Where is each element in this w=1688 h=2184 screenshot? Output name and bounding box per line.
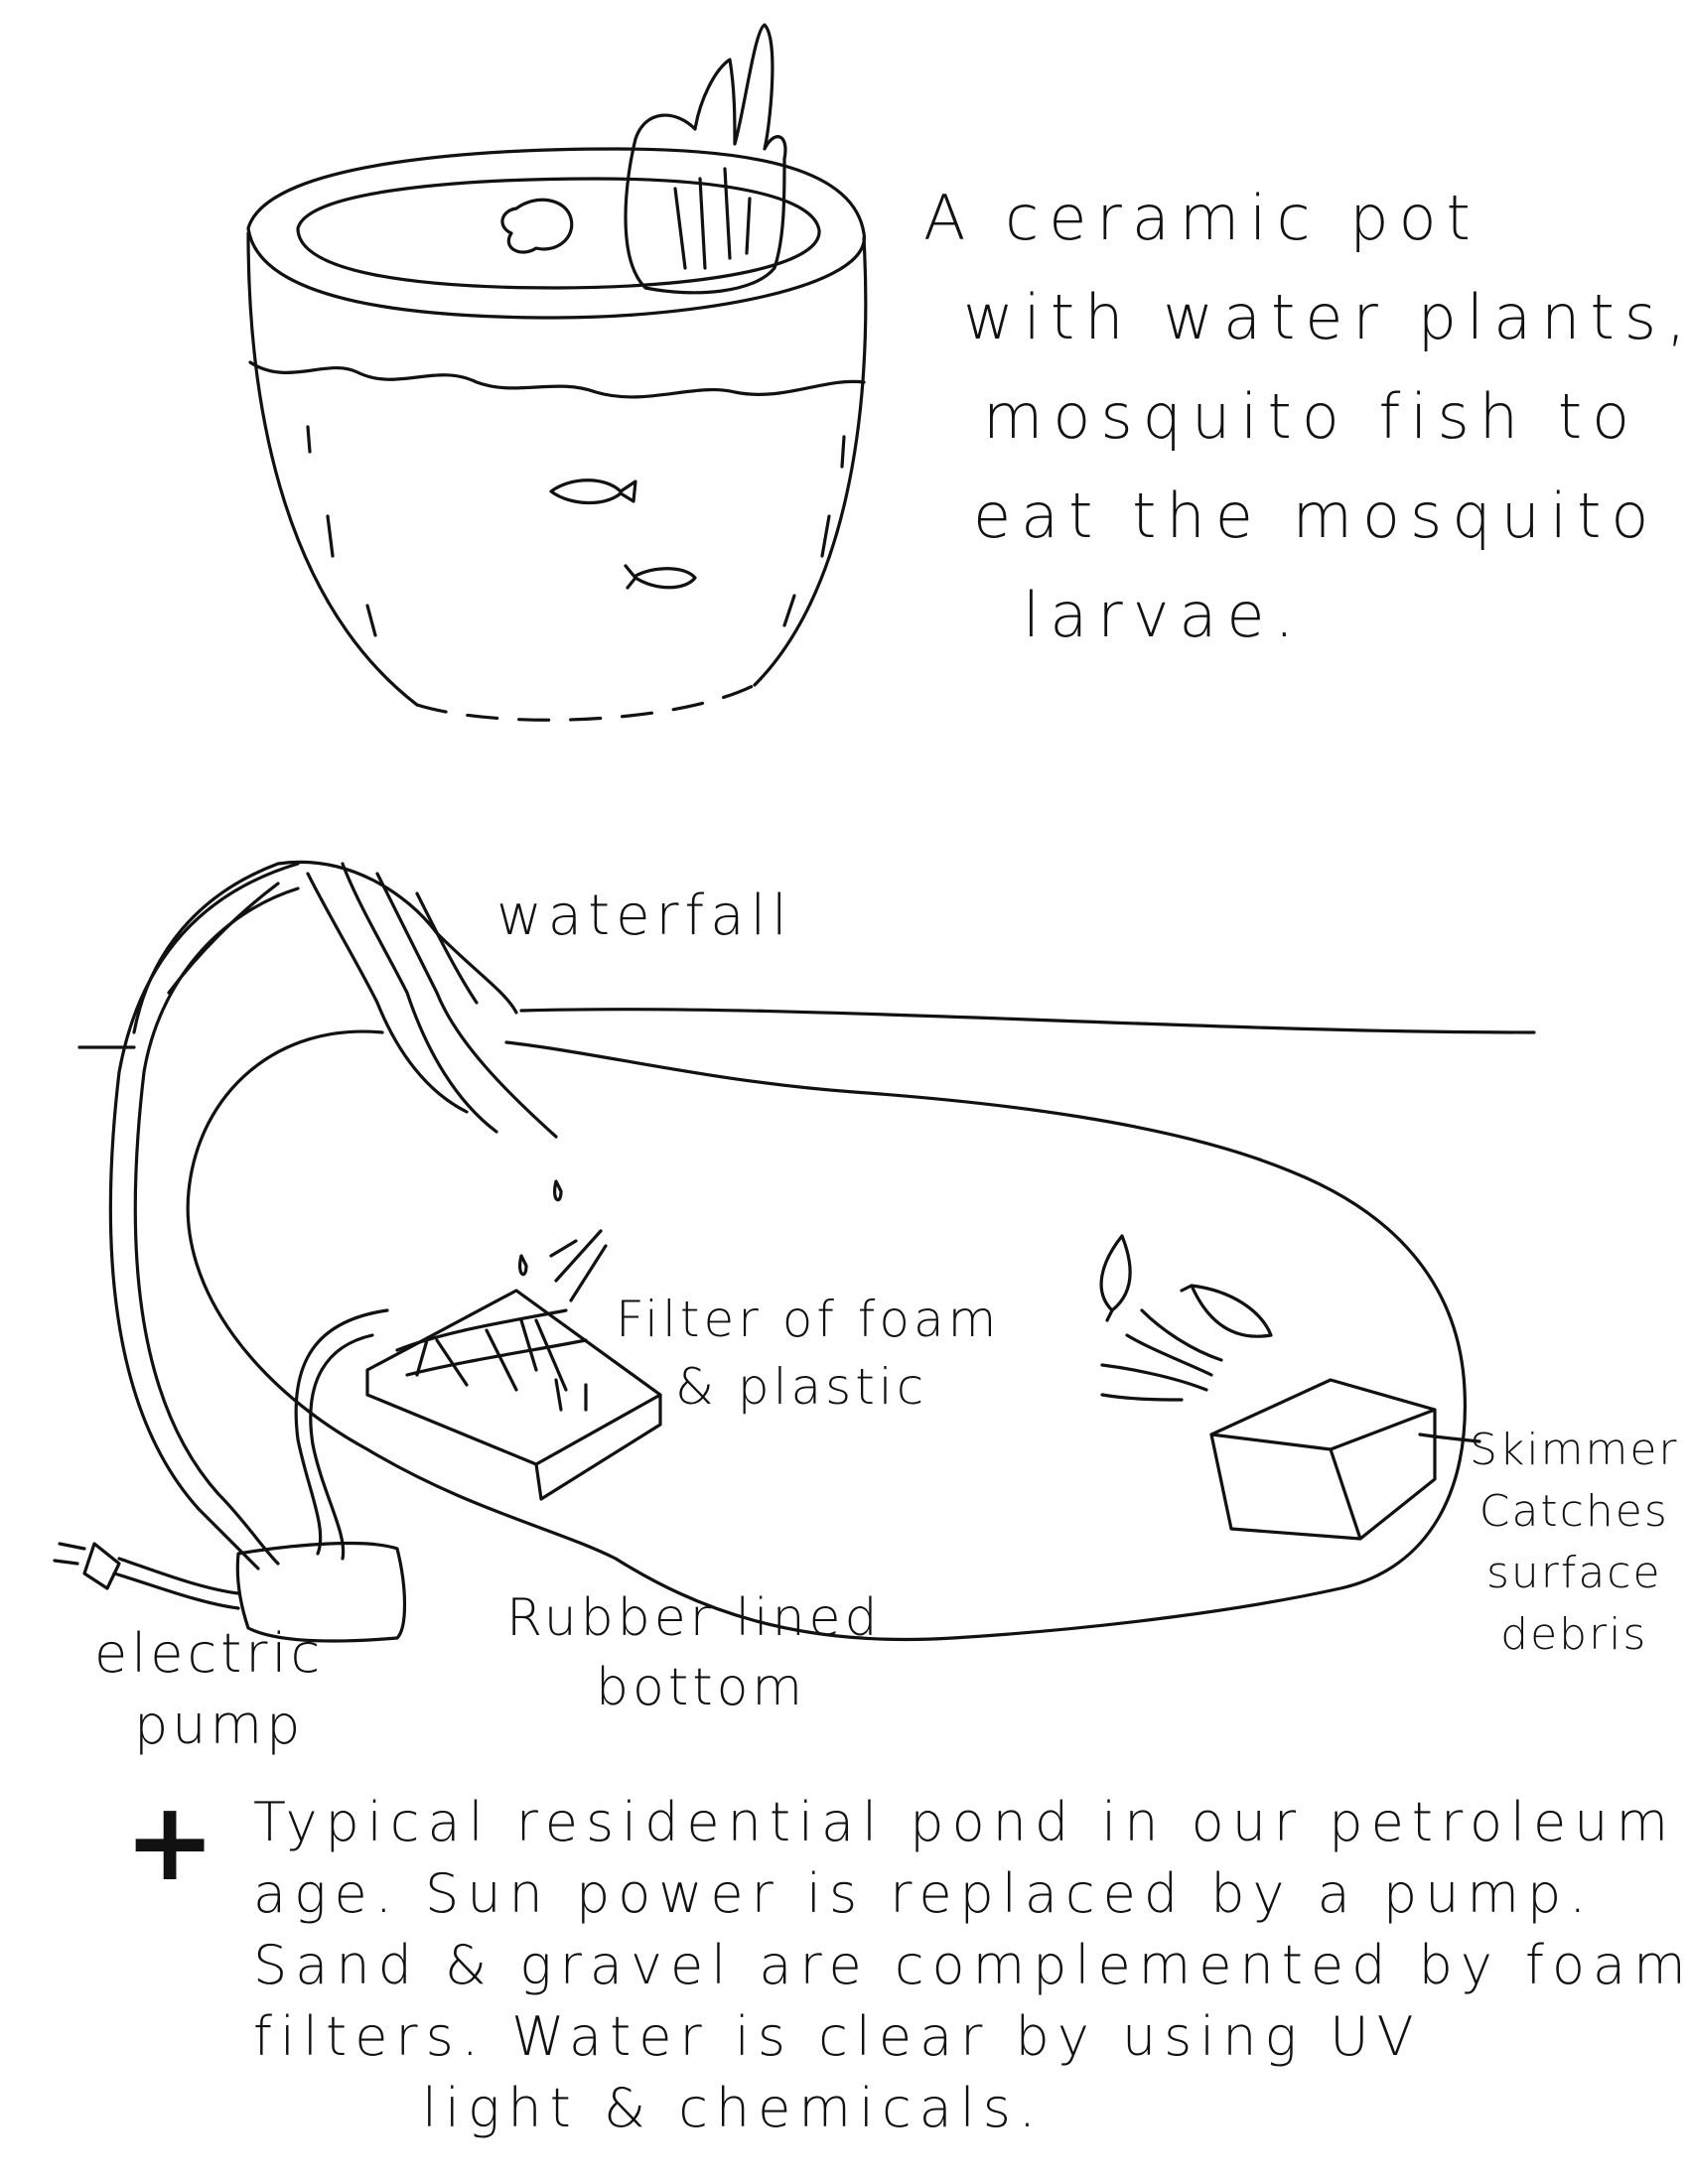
motion-lines — [1100, 1308, 1223, 1402]
skimmer-label-line-3: surface — [1485, 1548, 1662, 1598]
filter-box — [365, 1289, 662, 1501]
pot-bottom — [415, 683, 757, 722]
pot-dash-left — [306, 425, 377, 637]
bottom-caption-line-5: light & chemicals. — [422, 2077, 1045, 2139]
water-drops — [518, 1179, 608, 1372]
skimmer-label-line-4: debris — [1500, 1609, 1648, 1660]
plus-marker: + — [124, 1778, 216, 1905]
pot-caption-line-3: mosquito fish to — [983, 380, 1640, 453]
leaf-1 — [1099, 1234, 1132, 1322]
filter-hose-b — [309, 1333, 374, 1561]
pot-rim-outer — [246, 147, 866, 320]
waterfall-label: waterfall — [496, 884, 793, 948]
pot-dash-right — [782, 435, 846, 627]
pump-label-line-1: electric — [94, 1622, 325, 1685]
pot-left-side — [246, 231, 419, 707]
pond-outline — [186, 1029, 1468, 1642]
plant-veins — [673, 167, 752, 270]
filter-label-line-1: Filter of foam — [616, 1291, 1001, 1348]
filter-label-line-2: & plastic — [675, 1358, 928, 1416]
power-cord — [112, 1557, 240, 1610]
pot-right-side — [753, 236, 868, 687]
skimmer-pointer — [1418, 1433, 1481, 1443]
filter-grid — [395, 1308, 588, 1412]
fish-upper — [549, 478, 637, 505]
pond-diagram — [53, 861, 1536, 1643]
fish-lower — [624, 564, 697, 590]
bottom-caption: Typical residential pond in our petroleu… — [253, 1787, 1688, 2144]
pot-caption-line-4: eat the mosquito — [973, 479, 1659, 552]
waterfall-rock — [132, 861, 518, 1034]
pump-box — [235, 1541, 407, 1643]
bottom-caption-line-1: Typical residential pond in our petroleu… — [253, 1791, 1677, 1853]
bottom-caption-line-4: filters. Water is clear by using UV — [253, 2005, 1422, 2068]
rubber-label-line-1: Rubber lined — [506, 1588, 882, 1648]
leaf-2 — [1180, 1284, 1273, 1338]
rubber-label-line-2: bottom — [596, 1658, 807, 1717]
skimmer-box — [1209, 1378, 1437, 1541]
skimmer-label-line-1: Skimmer — [1470, 1425, 1679, 1475]
ground-line-right — [519, 1008, 1536, 1034]
bottom-caption-line-3: Sand & gravel are complemented by foam — [253, 1934, 1688, 1996]
bottom-caption-line-2: age. Sun power is replaced by a pump. — [253, 1862, 1595, 1925]
power-plug — [53, 1542, 121, 1590]
waterfall-streams — [306, 862, 558, 1139]
filter-hose-a — [294, 1308, 389, 1556]
pot-caption-line-5: larvae. — [1023, 579, 1305, 651]
hose-inner — [133, 887, 300, 1566]
pot-caption: A ceramic pot with water plants, mosquit… — [923, 169, 1688, 665]
ceramic-pot — [246, 23, 868, 722]
pot-caption-line-1: A ceramic pot — [923, 182, 1480, 254]
pot-caption-line-2: with water plants, — [963, 281, 1688, 353]
rubber-label: Rubber lined bottom — [506, 1583, 882, 1722]
pot-rim-inner — [296, 177, 821, 290]
skimmer-label: Skimmer Catches surface debris — [1470, 1420, 1679, 1666]
water-plant — [624, 23, 787, 295]
pump-label: electric pump — [94, 1618, 324, 1761]
water-surface — [248, 360, 866, 399]
lily-pad — [500, 198, 574, 254]
hose-outer — [108, 862, 300, 1570]
skimmer-label-line-2: Catches — [1478, 1486, 1669, 1537]
filter-label: Filter of foam & plastic — [616, 1286, 1000, 1421]
pump-label-line-2: pump — [134, 1694, 305, 1756]
